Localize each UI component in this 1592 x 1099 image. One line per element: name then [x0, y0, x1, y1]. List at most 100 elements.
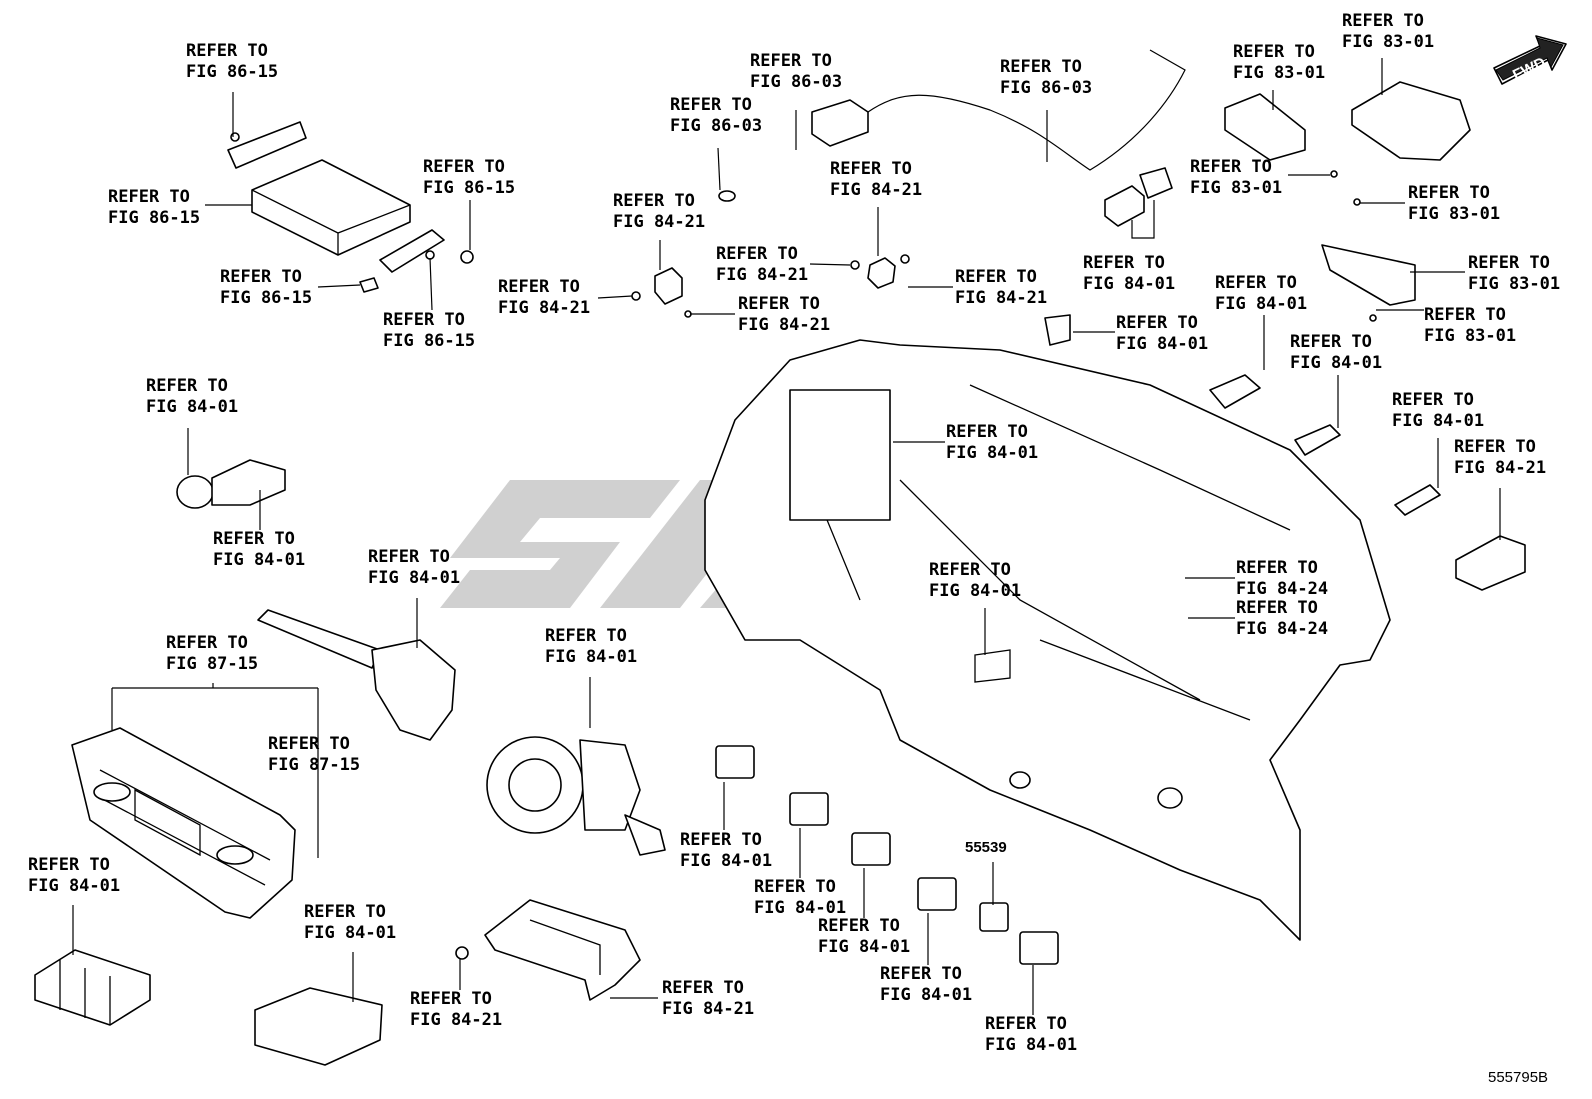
callout-line1: REFER TO: [738, 294, 820, 314]
callout-line2: FIG 83-01: [1468, 274, 1560, 294]
switch-parts-center: [715, 745, 1059, 965]
callout-line2: FIG 84-01: [146, 397, 238, 417]
callout-line2: FIG 84-01: [1392, 411, 1484, 431]
callout-line2: FIG 84-21: [955, 288, 1047, 308]
callout-line1: REFER TO: [1392, 390, 1474, 410]
callout-line1: REFER TO: [818, 916, 900, 936]
callout-line2: FIG 84-01: [818, 937, 910, 957]
callout-line2: FIG 84-01: [1083, 274, 1175, 294]
callout-line2: FIG 86-15: [220, 288, 312, 308]
callout-line2: FIG 84-01: [545, 647, 637, 667]
callout-line2: FIG 84-21: [1454, 458, 1546, 478]
callout-line2: FIG 83-01: [1233, 63, 1325, 83]
fwd-arrow-icon: FWD: [1493, 35, 1567, 85]
callout-line2: FIG 84-21: [738, 315, 830, 335]
callout-line2: FIG 84-01: [754, 898, 846, 918]
switch-panel-bottom-left: [34, 949, 383, 1066]
callout-line1: REFER TO: [680, 830, 762, 850]
airbag-module-upper: [1224, 81, 1471, 306]
callout-line2: FIG 84-21: [613, 212, 705, 232]
callout-line1: REFER TO: [166, 633, 248, 653]
callout-line1: REFER TO: [1342, 11, 1424, 31]
callout-line1: REFER TO: [1190, 157, 1272, 177]
callout-line1: REFER TO: [1233, 42, 1315, 62]
callout-line1: REFER TO: [545, 626, 627, 646]
callout-line1: REFER TO: [880, 964, 962, 984]
sensor-parts: [654, 257, 896, 305]
callout-line2: FIG 84-01: [880, 985, 972, 1005]
callout-line1: REFER TO: [1454, 437, 1536, 457]
callout-line1: REFER TO: [1468, 253, 1550, 273]
callout-line2: FIG 86-03: [670, 116, 762, 136]
callout-line2: FIG 84-01: [368, 568, 460, 588]
callout-line2: FIG 84-01: [1215, 294, 1307, 314]
callout-line2: FIG 84-21: [410, 1010, 502, 1030]
callout-line2: FIG 86-03: [1000, 78, 1092, 98]
callout-line1: REFER TO: [1408, 183, 1490, 203]
callout-line1: REFER TO: [146, 376, 228, 396]
callout-line2: FIG 84-01: [1116, 334, 1208, 354]
callout-line2: FIG 84-21: [830, 180, 922, 200]
callout-line2: FIG 84-24: [1236, 619, 1328, 639]
control-unit-box: [227, 121, 445, 273]
callout-line1: REFER TO: [410, 989, 492, 1009]
callout-line1: REFER TO: [1116, 313, 1198, 333]
callout-line1: REFER TO: [1236, 558, 1318, 578]
callout-line2: FIG 83-01: [1424, 326, 1516, 346]
callout-line1: REFER TO: [662, 978, 744, 998]
wire-harness: [811, 49, 1186, 227]
callout-line2: FIG 84-24: [1236, 579, 1328, 599]
callout-line2: FIG 86-15: [383, 331, 475, 351]
callout-line2: FIG 83-01: [1190, 178, 1282, 198]
callout-line1: REFER TO: [830, 159, 912, 179]
callout-line1: REFER TO: [946, 422, 1028, 442]
callout-line1: REFER TO: [383, 310, 465, 330]
callout-line1: REFER TO: [1236, 598, 1318, 618]
callout-line1: REFER TO: [108, 187, 190, 207]
callout-line1: REFER TO: [268, 734, 350, 754]
callout-line2: FIG 84-01: [985, 1035, 1077, 1055]
callout-line2: FIG 83-01: [1408, 204, 1500, 224]
callout-line1: REFER TO: [1083, 253, 1165, 273]
callout-line1: REFER TO: [498, 277, 580, 297]
callout-line2: FIG 87-15: [268, 755, 360, 775]
diagram-code-label: 555795B: [1488, 1069, 1548, 1086]
callout-line2: FIG 84-01: [28, 876, 120, 896]
callout-line1: REFER TO: [670, 95, 752, 115]
callout-line1: REFER TO: [1000, 57, 1082, 77]
callout-line2: FIG 84-01: [946, 443, 1038, 463]
callout-line1: REFER TO: [1424, 305, 1506, 325]
callout-line2: FIG 84-01: [680, 851, 772, 871]
callout-line2: FIG 86-15: [186, 62, 278, 82]
leader-lines: [72, 58, 1501, 1015]
callout-line2: FIG 87-15: [166, 654, 258, 674]
callout-line2: FIG 84-01: [304, 923, 396, 943]
